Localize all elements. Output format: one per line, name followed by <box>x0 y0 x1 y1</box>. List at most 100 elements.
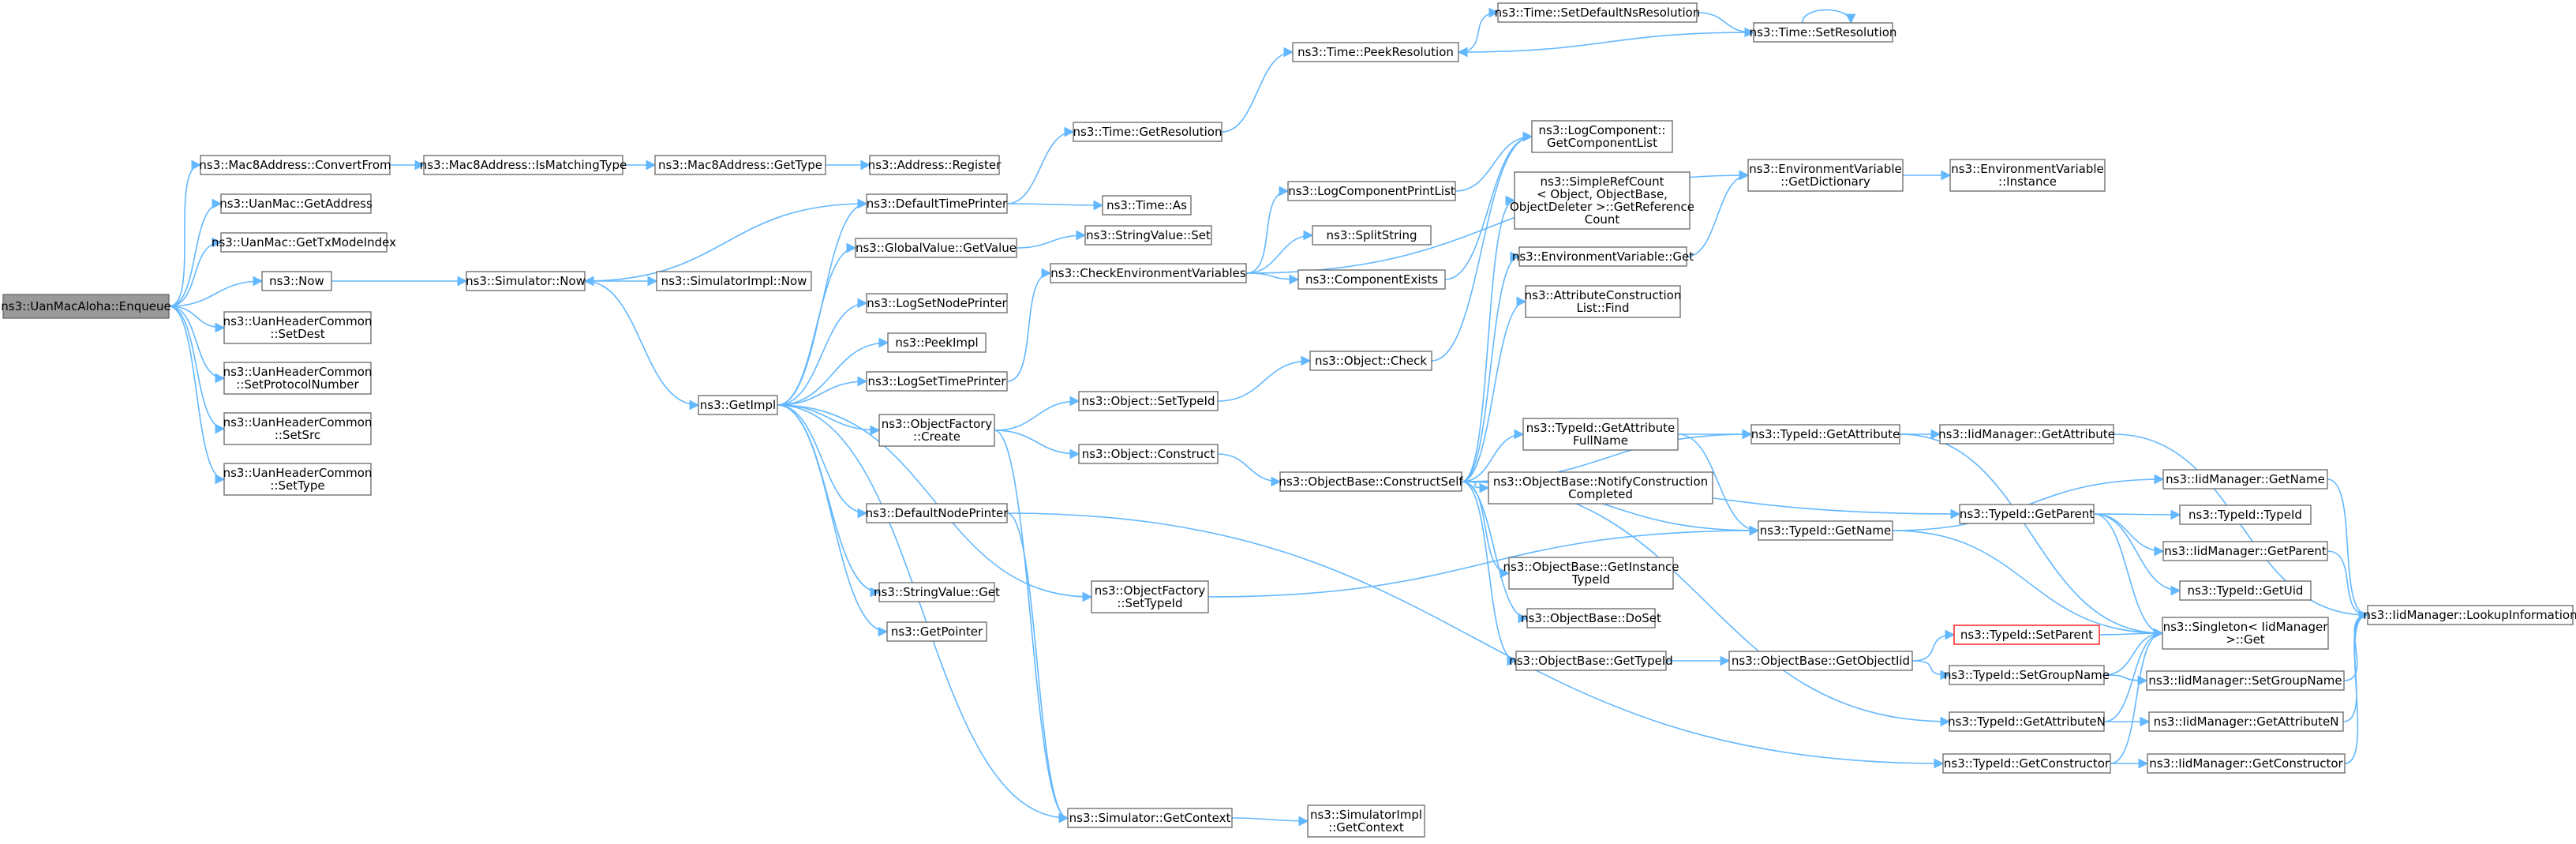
node-simnow[interactable]: ns3::Simulator::Now <box>466 271 586 291</box>
node-typeidgetattrn[interactable]: ns3::TypeId::GetAttributeN <box>1948 711 2106 732</box>
node-box <box>886 621 987 642</box>
node-logsettime[interactable]: ns3::LogSetTimePrinter <box>866 371 1008 392</box>
node-getaddress[interactable]: ns3::UanMac::GetAddress <box>219 193 373 214</box>
node-getimpl[interactable]: ns3::GetImpl <box>698 395 778 415</box>
node-singletonget[interactable]: ns3::Singleton< IidManager>::Get <box>2162 617 2329 650</box>
node-simplerefcount[interactable]: ns3::SimpleRefCount< Object, ObjectBase,… <box>1510 171 1694 230</box>
node-simimplnow[interactable]: ns3::SimulatorImpl::Now <box>656 271 812 291</box>
node-gettxmode[interactable]: ns3::UanMac::GetTxModeIndex <box>212 232 396 253</box>
node-objconstruct[interactable]: ns3::Object::Construct <box>1078 444 1219 464</box>
node-ismatching[interactable]: ns3::Mac8Address::IsMatchingType <box>420 155 627 175</box>
node-defaultnode[interactable]: ns3::DefaultNodePrinter <box>866 503 1009 523</box>
node-label: ns3::CheckEnvironmentVariables <box>1050 266 1246 280</box>
node-addrregister[interactable]: ns3::Address::Register <box>868 155 1002 175</box>
edge-enqueue-to-gettxmode <box>168 237 223 307</box>
node-box <box>1050 263 1247 283</box>
node-iidgetparent[interactable]: ns3::IidManager::GetParent <box>2162 541 2328 561</box>
node-timesetres[interactable]: ns3::Time::SetResolution <box>1750 22 1897 43</box>
node-label: ns3::TypeId::GetUid <box>2188 583 2304 598</box>
node-iidsetgroup[interactable]: ns3::IidManager::SetGroupName <box>2146 670 2345 691</box>
node-strvalset[interactable]: ns3::StringValue::Set <box>1084 225 1212 246</box>
node-label: ns3::Time::GetResolution <box>1073 125 1222 139</box>
node-envgetdict[interactable]: ns3::EnvironmentVariable::GetDictionary <box>1747 159 1904 192</box>
node-notifyconst[interactable]: ns3::ObjectBase::NotifyConstructionCompl… <box>1488 471 1713 505</box>
edge-objbaseconstruct-to-typeidgetattrfull <box>1461 429 1525 482</box>
node-logcompgetlist[interactable]: ns3::LogComponent::GetComponentList <box>1531 120 1673 153</box>
node-iidgetattr[interactable]: ns3::IidManager::GetAttribute <box>1938 424 2115 445</box>
node-label: ns3::UanHeaderCommon <box>223 466 373 480</box>
node-iidgetname[interactable]: ns3::IidManager::GetName <box>2162 469 2328 490</box>
node-label: ns3::Object::SetTypeId <box>1082 394 1215 408</box>
node-box <box>1091 580 1209 613</box>
node-envget[interactable]: ns3::EnvironmentVariable::Get <box>1512 246 1694 267</box>
node-label: ns3::UanMac::GetAddress <box>219 197 373 211</box>
node-label: ns3::UanMac::GetTxModeIndex <box>212 235 396 249</box>
edge-typeidsetgroup-to-singletonget <box>2103 628 2164 676</box>
node-label: >::Get <box>2226 632 2265 647</box>
node-objcheck[interactable]: ns3::Object::Check <box>1309 351 1432 371</box>
node-objfactsettype[interactable]: ns3::ObjectFactory::SetTypeId <box>1091 580 1209 613</box>
node-strvalget[interactable]: ns3::StringValue::Get <box>874 582 1000 602</box>
node-timeas[interactable]: ns3::Time::As <box>1102 195 1192 216</box>
node-compexists[interactable]: ns3::ComponentExists <box>1297 269 1446 290</box>
node-objsettypeid[interactable]: ns3::Object::SetTypeId <box>1078 391 1219 411</box>
node-timesetdefault[interactable]: ns3::Time::SetDefaultNsResolution <box>1495 2 1701 23</box>
node-getobjectiid[interactable]: ns3::ObjectBase::GetObjectIid <box>1728 651 1913 671</box>
node-box <box>223 362 372 395</box>
node-defaulttime[interactable]: ns3::DefaultTimePrinter <box>866 193 1008 214</box>
node-enqueue[interactable]: ns3::UanMacAloha::Enqueue <box>1 294 171 319</box>
node-timegetres[interactable]: ns3::Time::GetResolution <box>1073 122 1222 142</box>
node-typeidgetattr[interactable]: ns3::TypeId::GetAttribute <box>1750 424 1900 445</box>
edge-objfactcreate-to-objsettypeid <box>994 396 1080 431</box>
node-iidgetctor[interactable]: ns3::IidManager::GetConstructor <box>2147 753 2346 774</box>
node-splitstring[interactable]: ns3::SplitString <box>1312 225 1432 246</box>
node-iidlookup[interactable]: ns3::IidManager::LookupInformation <box>2363 605 2576 625</box>
node-settype[interactable]: ns3::UanHeaderCommon::SetType <box>223 463 373 496</box>
node-logcompprint[interactable]: ns3::LogComponentPrintList <box>1287 181 1456 201</box>
node-mac8gettype[interactable]: ns3::Mac8Address::GetType <box>654 155 826 175</box>
node-label: ::Create <box>913 430 960 444</box>
node-setprotocol[interactable]: ns3::UanHeaderCommon::SetProtocolNumber <box>223 362 373 395</box>
node-typeidgetname[interactable]: ns3::TypeId::GetName <box>1758 520 1893 541</box>
node-logsetnode[interactable]: ns3::LogSetNodePrinter <box>866 293 1008 313</box>
node-label: ns3::SimpleRefCount <box>1541 174 1664 189</box>
node-box <box>1078 444 1219 464</box>
node-typeidsetparent[interactable]: ns3::TypeId::SetParent <box>1953 625 2100 645</box>
node-box <box>698 395 778 415</box>
node-label: Count <box>1585 212 1620 227</box>
node-typeidgetparent[interactable]: ns3::TypeId::GetParent <box>1959 504 2095 524</box>
node-setdest[interactable]: ns3::UanHeaderCommon::SetDest <box>223 311 373 344</box>
node-label: FullName <box>1573 433 1628 448</box>
node-peekimpl[interactable]: ns3::PeekImpl <box>887 332 987 353</box>
node-label: ns3::Time::PeekResolution <box>1297 45 1454 59</box>
node-typeidgetuid[interactable]: ns3::TypeId::GetUid <box>2179 580 2312 601</box>
node-objbaseconstruct[interactable]: ns3::ObjectBase::ConstructSelf <box>1279 471 1463 492</box>
node-getpointer[interactable]: ns3::GetPointer <box>886 621 987 642</box>
node-objfactcreate[interactable]: ns3::ObjectFactory::Create <box>878 414 995 447</box>
node-convertfrom[interactable]: ns3::Mac8Address::ConvertFrom <box>199 155 391 175</box>
node-doset[interactable]: ns3::ObjectBase::DoSet <box>1521 608 1661 628</box>
node-iidgetattrn[interactable]: ns3::IidManager::GetAttributeN <box>2148 711 2344 732</box>
node-box <box>2162 617 2329 650</box>
node-timepeekres[interactable]: ns3::Time::PeekResolution <box>1292 42 1459 62</box>
node-simgetctx[interactable]: ns3::Simulator::GetContext <box>1067 808 1233 828</box>
node-globalget[interactable]: ns3::GlobalValue::GetValue <box>855 238 1017 258</box>
node-checkenv[interactable]: ns3::CheckEnvironmentVariables <box>1050 263 1247 283</box>
node-typeidtypeid[interactable]: ns3::TypeId::TypeId <box>2179 505 2312 525</box>
node-setsrc[interactable]: ns3::UanHeaderCommon::SetSrc <box>223 412 373 445</box>
edge-envget-to-envgetdict <box>1686 170 1750 257</box>
node-label: ns3::ObjectFactory <box>882 417 993 431</box>
node-envinstance[interactable]: ns3::EnvironmentVariable::Instance <box>1949 159 2106 192</box>
node-typeidgetctor[interactable]: ns3::TypeId::GetConstructor <box>1942 753 2111 774</box>
node-simimplgetctx[interactable]: ns3::SimulatorImpl::GetContext <box>1307 805 1425 838</box>
node-label: ns3::GetPointer <box>891 625 983 639</box>
node-typeidsetgroup[interactable]: ns3::TypeId::SetGroupName <box>1944 665 2110 685</box>
node-box <box>1949 665 2105 685</box>
node-now[interactable]: ns3::Now <box>261 271 332 291</box>
node-objbasegettid[interactable]: ns3::ObjectBase::GetTypeId <box>1509 651 1673 671</box>
node-label: ns3::IidManager::GetAttributeN <box>2154 715 2339 729</box>
node-label: ns3::Singleton< IidManager <box>2163 620 2329 634</box>
